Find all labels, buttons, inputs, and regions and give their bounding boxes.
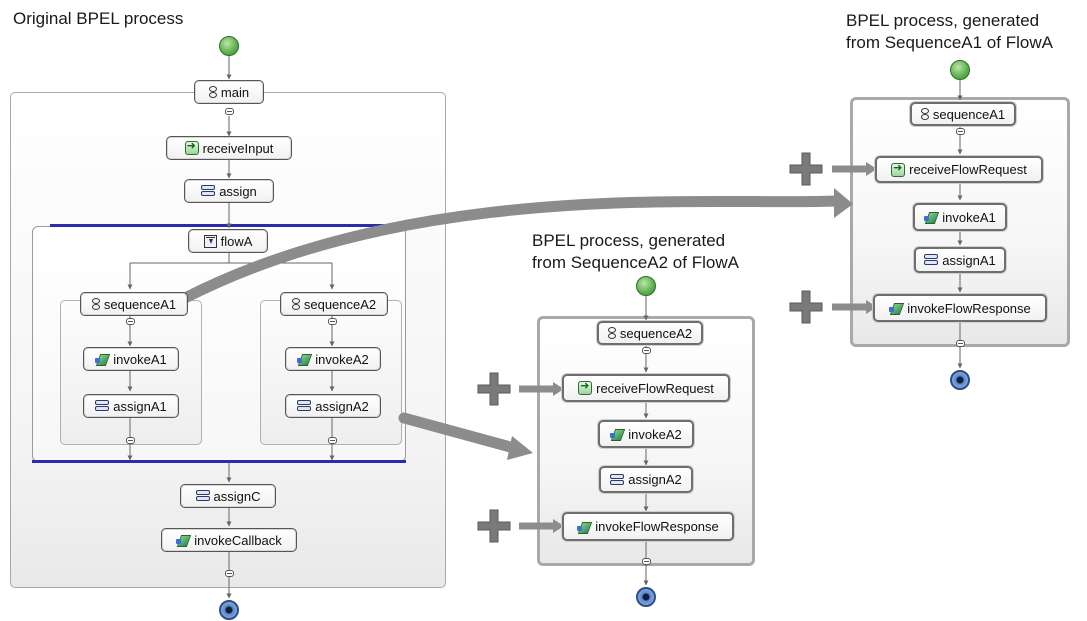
node-label: sequenceA2 bbox=[619, 325, 693, 341]
gen-a1-response-node[interactable]: invokeFlowResponse bbox=[873, 294, 1047, 322]
assignA2-node[interactable]: assignA2 bbox=[285, 394, 381, 418]
invokeA1-node[interactable]: invokeA1 bbox=[83, 347, 179, 371]
collapse-toggle[interactable] bbox=[225, 108, 234, 115]
plus-icon bbox=[477, 509, 511, 543]
invoke-icon bbox=[577, 520, 591, 534]
collapse-toggle[interactable] bbox=[328, 318, 337, 325]
node-label: flowA bbox=[220, 233, 253, 249]
collapse-toggle[interactable] bbox=[956, 340, 965, 347]
main-sequence-node[interactable]: main bbox=[194, 80, 264, 104]
gen-a2-sequence-node[interactable]: sequenceA2 bbox=[597, 321, 703, 345]
node-label: receiveFlowRequest bbox=[596, 380, 714, 396]
assign-icon bbox=[195, 490, 210, 502]
node-label: assign bbox=[219, 183, 257, 199]
invoke-icon bbox=[924, 210, 938, 224]
node-label: invokeA1 bbox=[942, 209, 996, 225]
gen-a1-sequence-node[interactable]: sequenceA1 bbox=[910, 102, 1016, 126]
node-label: main bbox=[220, 84, 250, 100]
gen-a1-invoke-node[interactable]: invokeA1 bbox=[913, 203, 1007, 231]
gen-a2-invoke-node[interactable]: invokeA2 bbox=[598, 420, 694, 448]
invoke-callback-node[interactable]: invokeCallback bbox=[161, 528, 297, 552]
node-label: receiveInput bbox=[202, 140, 274, 156]
collapse-toggle[interactable] bbox=[126, 318, 135, 325]
assign-icon bbox=[924, 254, 939, 266]
start-event-icon bbox=[219, 36, 239, 56]
flow-bottom-bar bbox=[32, 460, 406, 463]
plus-icon bbox=[477, 372, 511, 406]
node-label: assignA1 bbox=[942, 252, 996, 268]
node-label: receiveFlowRequest bbox=[909, 162, 1027, 177]
invoke-icon bbox=[889, 301, 903, 315]
title-generated-a2-line1: BPEL process, generated bbox=[532, 231, 726, 250]
assign-icon bbox=[95, 400, 110, 412]
node-label: assignA2 bbox=[315, 398, 369, 414]
collapse-toggle[interactable] bbox=[225, 570, 234, 577]
node-label: invokeA2 bbox=[628, 426, 682, 442]
plus-icon bbox=[789, 152, 823, 186]
node-label: assignC bbox=[213, 488, 261, 504]
gen-a2-receive-node[interactable]: receiveFlowRequest bbox=[562, 374, 730, 402]
sequence-icon bbox=[607, 326, 616, 340]
flow-top-bar bbox=[50, 224, 406, 227]
assign-icon bbox=[297, 400, 312, 412]
node-label: invokeFlowResponse bbox=[907, 300, 1031, 316]
receive-icon bbox=[578, 379, 593, 395]
sequence-icon bbox=[208, 85, 217, 99]
gen-a2-response-node[interactable]: invokeFlowResponse bbox=[562, 512, 734, 541]
node-label: invokeFlowResponse bbox=[595, 519, 719, 534]
sequenceA1-node[interactable]: sequenceA1 bbox=[80, 292, 188, 316]
flow-icon bbox=[203, 234, 217, 248]
flowA-node[interactable]: flowA bbox=[188, 229, 268, 253]
invoke-icon bbox=[95, 352, 109, 366]
title-generated-a1-line1: BPEL process, generated bbox=[846, 11, 1040, 30]
invoke-icon bbox=[297, 352, 311, 366]
node-label: invokeCallback bbox=[194, 532, 282, 548]
gen-a1-receive-node[interactable]: receiveFlowRequest bbox=[875, 156, 1043, 183]
receive-input-node[interactable]: receiveInput bbox=[166, 136, 292, 160]
collapse-toggle[interactable] bbox=[956, 128, 965, 135]
assignC-node[interactable]: assignC bbox=[180, 484, 276, 508]
mapping-arrowhead-a2 bbox=[507, 436, 533, 460]
title-generated-a1-line2: from SequenceA1 of FlowA bbox=[846, 33, 1053, 52]
node-label: invokeA1 bbox=[113, 351, 167, 367]
end-event-icon bbox=[219, 600, 239, 620]
collapse-toggle[interactable] bbox=[642, 347, 651, 354]
receive-icon bbox=[891, 161, 906, 177]
collapse-toggle[interactable] bbox=[328, 437, 337, 444]
title-original-process: Original BPEL process bbox=[13, 9, 184, 28]
assignA1-node[interactable]: assignA1 bbox=[83, 394, 179, 418]
gen-a1-assign-node[interactable]: assignA1 bbox=[914, 247, 1006, 273]
node-label: invokeA2 bbox=[315, 351, 369, 367]
invoke-icon bbox=[176, 533, 190, 547]
receive-icon bbox=[184, 139, 199, 155]
assign-icon bbox=[610, 473, 625, 486]
sequence-icon bbox=[291, 297, 300, 311]
assign-node[interactable]: assign bbox=[184, 179, 274, 203]
sequence-icon bbox=[920, 107, 929, 121]
title-generated-a2-line2: from SequenceA2 of FlowA bbox=[532, 253, 739, 272]
invokeA2-node[interactable]: invokeA2 bbox=[285, 347, 381, 371]
assign-icon bbox=[201, 185, 216, 197]
collapse-toggle[interactable] bbox=[642, 558, 651, 565]
start-event-icon bbox=[950, 60, 970, 80]
sequenceA2-node[interactable]: sequenceA2 bbox=[280, 292, 388, 316]
node-label: assignA2 bbox=[628, 472, 682, 487]
start-event-icon bbox=[636, 276, 656, 296]
sequence-icon bbox=[91, 297, 100, 311]
node-label: sequenceA1 bbox=[932, 106, 1006, 122]
gen-a2-assign-node[interactable]: assignA2 bbox=[599, 466, 693, 493]
end-event-icon bbox=[636, 587, 656, 607]
collapse-toggle[interactable] bbox=[126, 437, 135, 444]
plus-icon bbox=[789, 290, 823, 324]
end-event-icon bbox=[950, 370, 970, 390]
node-label: assignA1 bbox=[113, 398, 167, 414]
node-label: sequenceA2 bbox=[303, 296, 377, 312]
invoke-icon bbox=[610, 427, 624, 441]
node-label: sequenceA1 bbox=[103, 296, 177, 312]
